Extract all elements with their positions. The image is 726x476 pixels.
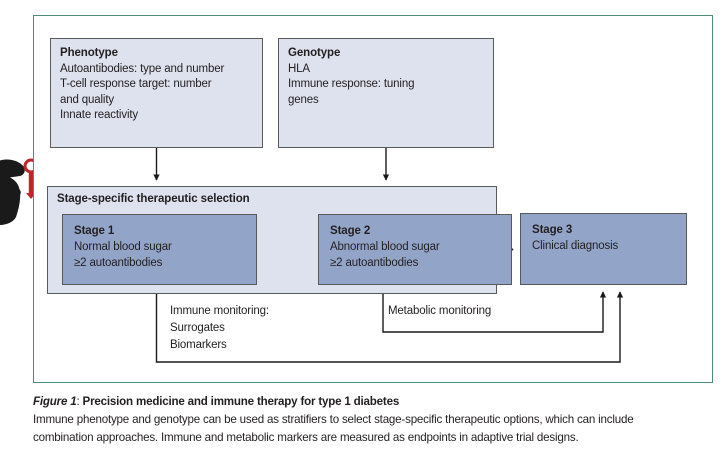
- immune-monitoring-label: Immune monitoring: Surrogates Biomarkers: [170, 303, 269, 354]
- metabolic-monitoring-line-1: Metabolic monitoring: [388, 305, 492, 317]
- genotype-line-2: Immune response: tuning: [288, 78, 415, 90]
- caption-title: Precision medicine and immune therapy fo…: [82, 395, 400, 408]
- immune-monitoring-line-2: Surrogates: [170, 322, 225, 334]
- phenotype-line-1: Autoantibodies: type and number: [60, 62, 225, 75]
- stage-3-title: Stage 3: [532, 224, 573, 236]
- stage-3-box: Stage 3 Clinical diagnosis: [520, 213, 687, 285]
- stage-1-line-1: Normal blood sugar: [74, 241, 172, 253]
- stage-2-line-1: Abnormal blood sugar: [330, 241, 440, 253]
- stage-1-title: Stage 1: [74, 225, 115, 237]
- caption-separator: :: [76, 395, 83, 408]
- stage-3-line-1: Clinical diagnosis: [532, 240, 619, 252]
- genotype-title: Genotype: [288, 47, 341, 59]
- phenotype-line-2: T-cell response target: number: [60, 78, 212, 90]
- genotype-box: Genotype HLA Immune response: tuning gen…: [278, 38, 494, 148]
- phenotype-box: Phenotype Autoantibodies: type and numbe…: [50, 38, 263, 148]
- immune-monitoring-line-3: Biomarkers: [170, 339, 227, 351]
- stage-1-line-2: ≥2 autoantibodies: [74, 257, 163, 269]
- phenotype-line-4: Innate reactivity: [60, 109, 138, 121]
- stage-2-box: Stage 2 Abnormal blood sugar ≥2 autoanti…: [318, 214, 512, 285]
- phenotype-title: Phenotype: [60, 47, 118, 59]
- stage-1-box: Stage 1 Normal blood sugar ≥2 autoantibo…: [62, 214, 257, 285]
- genotype-line-3: genes: [288, 93, 319, 106]
- immune-monitoring-line-1: Immune monitoring:: [170, 305, 269, 317]
- stage-selection-title: Stage-specific therapeutic selection: [57, 193, 250, 205]
- caption-body: Immune phenotype and genotype can be use…: [33, 413, 634, 444]
- metabolic-monitoring-label: Metabolic monitoring: [388, 303, 491, 320]
- caption-figure-number: Figure 1: [33, 395, 77, 408]
- genotype-line-1: HLA: [288, 62, 310, 75]
- figure-caption: Figure 1: Precision medicine and immune …: [33, 393, 693, 447]
- stage-2-line-2: ≥2 autoantibodies: [330, 257, 419, 269]
- stage-2-title: Stage 2: [330, 225, 371, 237]
- phenotype-line-3: and quality: [60, 93, 114, 106]
